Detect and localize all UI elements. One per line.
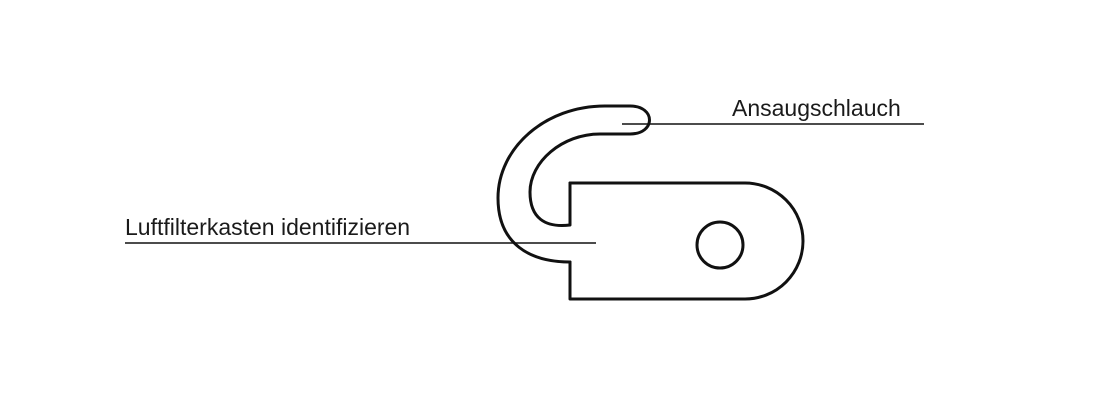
intake-hose-outline <box>496 104 632 264</box>
air-filter-box <box>568 181 805 301</box>
intake-hose-inner-edge <box>528 132 632 228</box>
air-filter-box-mounting-hole <box>695 220 745 270</box>
intake-hose <box>496 104 651 264</box>
air-filter-box-label: Luftfilterkasten identifizieren <box>125 214 410 240</box>
intake-hose-label: Ansaugschlauch <box>732 95 901 121</box>
air-filter-box-outline <box>568 181 805 301</box>
intake-hose-end-cap <box>628 104 651 136</box>
